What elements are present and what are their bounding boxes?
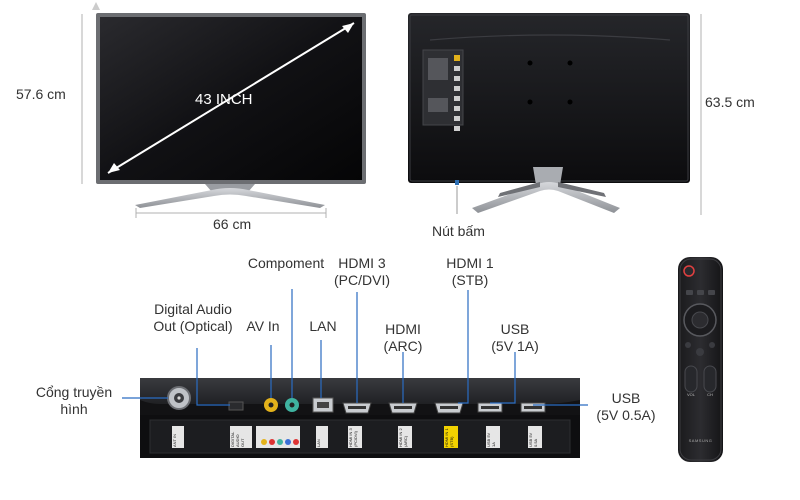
leader-hdmi1 — [458, 290, 469, 404]
panel-text-usb2: USB 5V 0.5A — [528, 432, 538, 447]
leader-optical — [196, 348, 230, 406]
panel-text-ant: ANT IN — [172, 433, 177, 447]
diagonal-arrow-head-top — [342, 23, 354, 33]
diagonal-arrow-head-bottom — [108, 163, 120, 173]
diagonal-arrow-line — [107, 22, 355, 174]
tv-back-stand-neck — [533, 167, 563, 185]
panel-text-optical: DIGITAL AUDIO OUT — [230, 431, 245, 447]
button-label: Nút bấm — [432, 223, 485, 239]
tv-front-stand-base — [135, 188, 325, 208]
panel-label-hdmi1 — [444, 426, 458, 448]
panel-label-hdmi2 — [398, 426, 412, 448]
tv-back — [408, 13, 690, 213]
remote-control — [678, 257, 723, 462]
panel-label-usb1 — [486, 426, 500, 448]
front-width-label: 66 cm — [213, 216, 252, 232]
antenna-port-label: Cổng truyền hình — [35, 384, 113, 417]
front-height-label: 57.6 cm — [16, 86, 66, 102]
port-panel — [140, 378, 580, 458]
diagonal-size-label: 43 INCH — [195, 91, 253, 108]
panel-text-hdmi3: HDMI IN 3 (PC/DVI) — [348, 428, 358, 447]
optical-port-label: Digital Audio Out (Optical) — [153, 301, 233, 334]
panel-label-hdmi3 — [348, 426, 362, 448]
leader-lines — [122, 289, 588, 406]
remote-body — [678, 257, 723, 462]
panel-text-lan: LAN — [316, 439, 321, 447]
panel-text-hdmi1: HDMI IN 1 (STB) — [444, 428, 454, 447]
hdmi3-port-label: HDMI 3 (PC/DVI) — [334, 255, 390, 288]
tv-back-button — [455, 180, 459, 185]
panel-text-hdmi2: HDMI IN 2 (ARC) — [398, 428, 408, 447]
remote-vol-rocker — [684, 365, 698, 393]
panel-label-lan — [316, 426, 328, 448]
lan-port-label: LAN — [309, 318, 337, 334]
usb1-port-label: USB (5V 1A) — [491, 321, 539, 354]
panel-label-ant — [172, 426, 184, 448]
optical-port — [228, 401, 244, 411]
usb2-port-label: USB (5V 0.5A) — [596, 390, 656, 423]
remote-brand-label: SAMSUNG — [688, 438, 713, 443]
tv-back-panel — [408, 13, 690, 183]
av-in-port-label: AV In — [246, 318, 280, 334]
panel-label-optical — [230, 426, 252, 448]
back-height-label: 63.5 cm — [705, 94, 755, 110]
leader-usb1 — [490, 352, 516, 404]
component-port-label: Compoment — [247, 255, 325, 271]
remote-ch-rocker — [703, 365, 717, 393]
hdmi1-port-label: HDMI 1 (STB) — [446, 255, 494, 288]
remote-vol-label: VOL — [686, 392, 695, 397]
remote-power-button — [683, 265, 695, 277]
panel-label-av — [256, 426, 300, 448]
hdmi-arc-port-label: HDMI (ARC) — [383, 321, 423, 354]
panel-label-usb2 — [528, 426, 542, 448]
tv-front — [92, 2, 366, 208]
tv-back-stand-base — [472, 182, 620, 213]
panel-text-usb1: USB 5V 1A — [486, 432, 496, 447]
remote-ch-label: CH — [707, 392, 713, 397]
